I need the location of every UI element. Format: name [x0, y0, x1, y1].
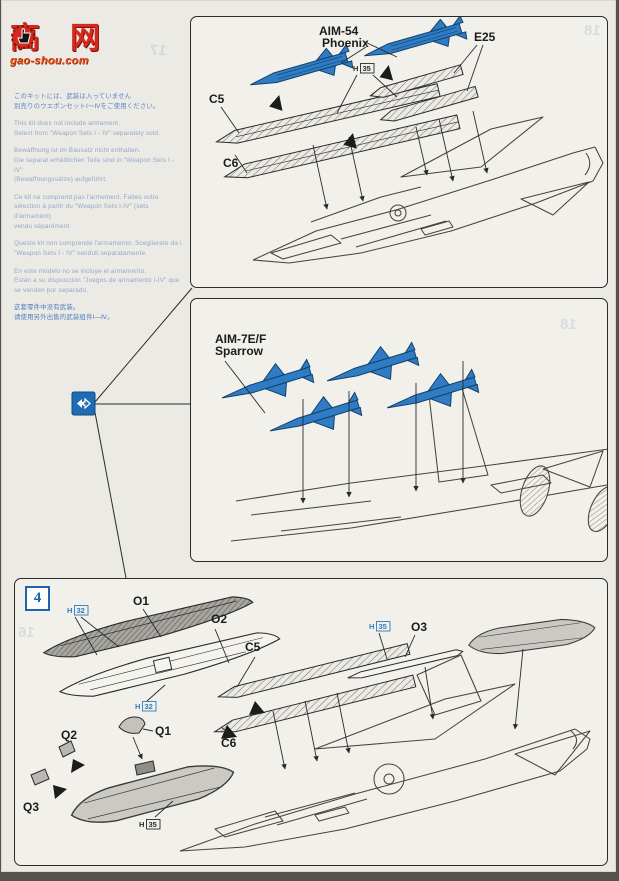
- insert-arrow: [269, 95, 283, 111]
- part-q1-cap: [118, 716, 146, 734]
- part-o3-blade: [347, 649, 464, 679]
- svg-text:H: H: [135, 702, 140, 711]
- label-o2: O2: [211, 612, 227, 626]
- label-c5: C5: [245, 640, 261, 654]
- watermark-site-text: gao-shou.com: [10, 55, 89, 67]
- notice-german: Bewaffnung ist im Bausatz nicht enthalte…: [14, 147, 175, 184]
- part-e25-rail: [379, 85, 479, 122]
- label-q1: Q1: [155, 724, 171, 738]
- aim54-missile: [246, 42, 355, 99]
- insert-arrow: [221, 725, 237, 739]
- svg-text:H: H: [67, 606, 72, 615]
- panel-step4: 4: [14, 578, 608, 866]
- label-phoenix: Phoenix: [322, 36, 369, 50]
- notice-italian: Questo kit non comprende l'armamento. Sc…: [14, 240, 182, 257]
- decal-callout-h35: H 35: [369, 621, 391, 632]
- notice-english: This kit does not include armament.Selec…: [14, 120, 161, 137]
- notice-french: Ce kit ne comprend pas l'armement. Faite…: [14, 193, 159, 230]
- label-c6: C6: [221, 736, 237, 750]
- part-q3: [30, 768, 50, 786]
- decal-callout-h32: H 32: [67, 605, 89, 616]
- label-o1: O1: [133, 594, 149, 608]
- notice-spanish: En este modelo no se incluye el armament…: [14, 267, 180, 294]
- part-c5-rail: [215, 83, 441, 144]
- part-drop-tank: [466, 614, 598, 658]
- insert-arrow: [343, 132, 357, 149]
- f14-underside-drawing: [252, 116, 604, 264]
- label-aim54: AIM-54: [319, 24, 359, 38]
- notice-japanese: このキットには、武装は入っていません別売りのウエポンセットⅠ～Ⅳをご使用ください…: [14, 93, 160, 110]
- aim7-missile: [216, 353, 317, 415]
- svg-text:H: H: [369, 622, 374, 631]
- decal-callout-h35: H 35: [353, 63, 375, 74]
- armament-notice: このキットには、武装は入っていません別売りのウエポンセットⅠ～Ⅳをご使用ください…: [14, 92, 184, 331]
- part-o1-fairing: [42, 596, 254, 658]
- insert-arrow: [249, 701, 265, 715]
- svg-text:35: 35: [379, 622, 387, 631]
- notice-chinese: 这套零件中没有武装。请使用另外出售的武装组件Ⅰ—Ⅳ。: [14, 304, 114, 321]
- decal-callout-h35: H 35: [139, 819, 161, 830]
- svg-text:35: 35: [149, 820, 157, 829]
- watermark-logo: 高 网 gao-shou.com: [10, 22, 122, 68]
- watermark-char-right: 网: [70, 22, 100, 55]
- panel-phoenix-fit: AIM-54 Phoenix E25 C5 C6 H 35: [190, 16, 608, 288]
- insert-arrow: [53, 785, 67, 799]
- tank-filler-slot: [134, 760, 156, 776]
- part-e25-rail: [369, 64, 464, 98]
- svg-text:32: 32: [145, 702, 153, 711]
- svg-text:35: 35: [363, 64, 371, 73]
- part-o2-fairing: [58, 632, 281, 697]
- label-c6: C6: [223, 156, 239, 170]
- aim7-missile: [321, 336, 422, 398]
- label-q2: Q2: [61, 728, 77, 742]
- part-q2: [58, 740, 76, 758]
- f14-rear-drawing: [230, 384, 607, 542]
- label-e25: E25: [474, 30, 496, 44]
- svg-text:32: 32: [77, 606, 85, 615]
- insert-arrow: [379, 64, 394, 81]
- label-o3: O3: [411, 620, 427, 634]
- label-sparrow: Sparrow: [215, 344, 264, 358]
- label-c5: C5: [209, 92, 225, 106]
- svg-text:H: H: [353, 64, 358, 73]
- decal-callout-h32: H 32: [135, 701, 157, 712]
- label-aim7ef: AIM-7E/F: [215, 332, 266, 346]
- label-q3: Q3: [23, 800, 39, 814]
- thumbs-up-gear-icon: [11, 25, 68, 52]
- step-number-badge: 4: [25, 586, 50, 611]
- f14-underside-drawing: [179, 654, 591, 852]
- panel-sparrow-fit: AIM-7E/F Sparrow: [190, 298, 608, 562]
- svg-text:H: H: [139, 820, 144, 829]
- insert-arrow: [71, 759, 85, 773]
- aim54-missile: [360, 17, 469, 70]
